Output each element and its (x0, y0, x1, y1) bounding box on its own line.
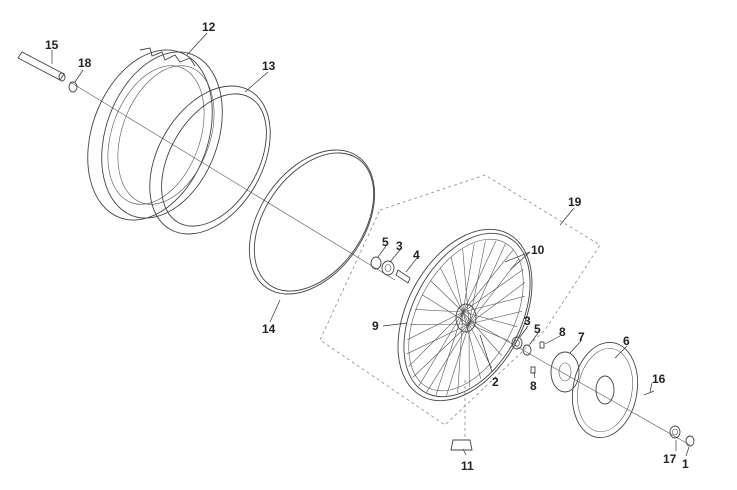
spoke (462, 311, 502, 356)
spoke (426, 323, 470, 393)
bolt-upper (539, 341, 545, 349)
spoke (435, 311, 464, 396)
rim-band (248, 149, 376, 295)
spoke (408, 311, 464, 367)
label-13: 12 (202, 20, 216, 34)
valve-stem (450, 439, 473, 451)
leader-lines (51, 32, 690, 457)
spoke (446, 323, 470, 396)
label-8-upper: 8 (559, 325, 566, 339)
inner-tube (149, 85, 271, 235)
sprocket-carrier (550, 351, 580, 393)
spoke (406, 323, 470, 355)
spoke (468, 323, 492, 369)
spacer-washer (68, 81, 78, 93)
spoke (468, 311, 522, 325)
label-14: 13 (262, 59, 276, 73)
bearing-right (511, 336, 523, 350)
label-11: 11 (461, 459, 474, 473)
axle (17, 51, 66, 82)
bolt-lower (530, 366, 536, 374)
spoke (462, 296, 525, 313)
spoked-wheel (397, 228, 533, 402)
label-17: 17 (663, 452, 677, 466)
spoke (410, 323, 470, 325)
bearing-left (381, 260, 395, 276)
assembly-outline (319, 174, 601, 426)
label-4: 4 (413, 248, 420, 262)
spoke (462, 311, 482, 379)
tire (87, 47, 223, 221)
spoke (468, 323, 511, 342)
spoke (421, 294, 470, 325)
label-3-right: 3 (524, 314, 531, 328)
spoke (468, 243, 506, 325)
axle-nut (685, 435, 695, 447)
label-15: 14 (262, 322, 276, 336)
label-19: 19 (568, 195, 582, 209)
label-10: 10 (531, 243, 545, 257)
spoke (412, 323, 470, 378)
label-16: 15 (45, 38, 59, 52)
label-6: 6 (623, 334, 630, 348)
spoke (462, 311, 518, 327)
label-1: 1 (682, 457, 689, 471)
spoke (462, 269, 524, 313)
spoke (440, 267, 470, 325)
spoke (462, 243, 475, 313)
label-7: 7 (578, 330, 585, 344)
spoke (407, 311, 464, 340)
spoke (462, 240, 497, 313)
hub-spacer (395, 269, 411, 284)
oil-seal-right (522, 344, 532, 356)
spoke (462, 249, 514, 313)
sprocket-bolt (643, 390, 655, 396)
label-3-left: 3 (396, 239, 403, 253)
rear-sprocket (571, 341, 639, 439)
label-2: 2 (492, 375, 499, 389)
spoke (414, 309, 464, 313)
label-8-lower: 8 (530, 379, 537, 393)
axle-axis-line (69, 81, 396, 281)
label-5-right: 5 (534, 322, 541, 336)
spoke (468, 240, 486, 325)
oil-seal-left (370, 256, 382, 270)
label-18: 18 (78, 56, 92, 70)
spoke (430, 280, 464, 313)
spoke (450, 257, 464, 313)
spoke (462, 248, 470, 325)
label-12: 16 (652, 372, 666, 386)
spacer-collar (669, 425, 681, 439)
label-9: 9 (372, 319, 379, 333)
label-5-left: 5 (382, 235, 389, 249)
